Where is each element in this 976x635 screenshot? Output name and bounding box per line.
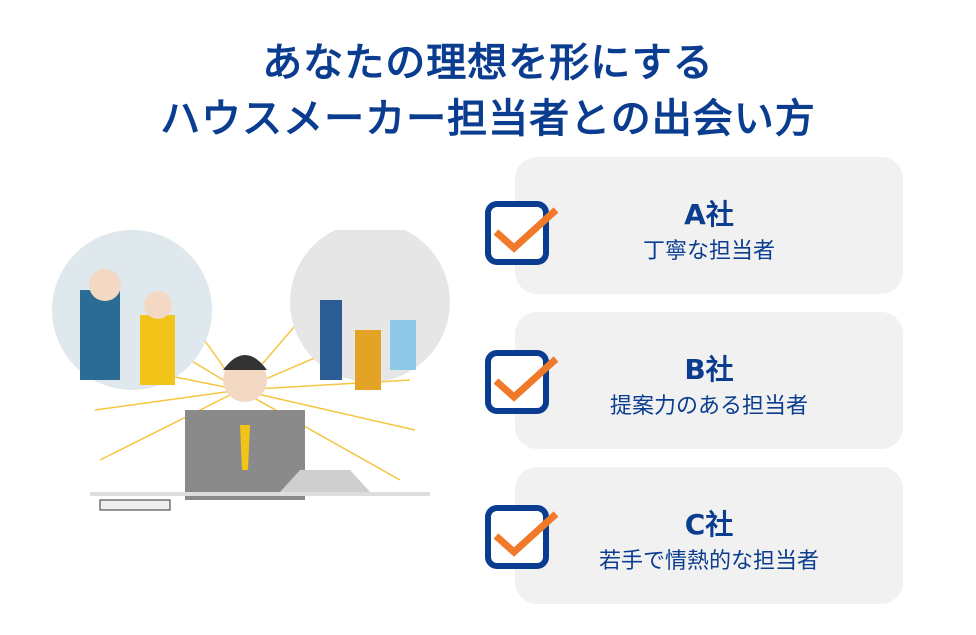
checkbox-checked-icon xyxy=(485,350,559,414)
company-description: 若手で情熱的な担当者 xyxy=(598,549,819,574)
company-card-a: A社 丁寧な担当者 xyxy=(515,157,903,294)
salesperson-illustration xyxy=(52,230,450,511)
company-card-c: C社 若手で情熱的な担当者 xyxy=(515,467,903,604)
company-card-b: B社 提案力のある担当者 xyxy=(515,312,903,449)
checkbox-checked-icon xyxy=(485,505,559,569)
company-description: 丁寧な担当者 xyxy=(642,239,775,264)
company-name: A社 xyxy=(684,198,734,231)
company-name: C社 xyxy=(684,508,734,541)
title-line-1: あなたの理想を形にする xyxy=(262,40,714,86)
couple-circle xyxy=(52,230,212,390)
company-description: 提案力のある担当者 xyxy=(609,394,808,419)
company-name: B社 xyxy=(684,353,734,386)
checkbox-checked-icon xyxy=(485,201,559,265)
title-line-2: ハウスメーカー担当者との出会い方 xyxy=(160,96,816,142)
